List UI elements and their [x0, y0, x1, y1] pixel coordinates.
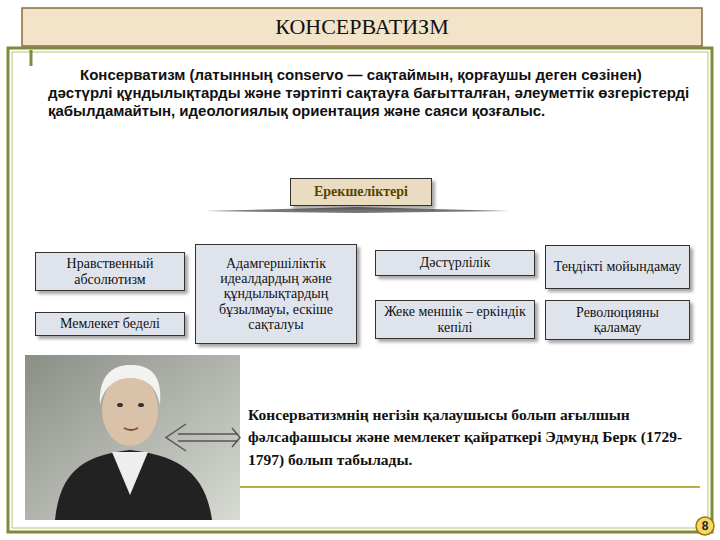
- box-text: Адамгершіліктік идеалдардың және құндылы…: [201, 256, 351, 333]
- feature-box: Нравственный абсолютизм: [35, 252, 185, 291]
- box-text: Ерекшеліктері: [314, 184, 408, 199]
- box-text: Революцияны қаламау: [551, 305, 684, 336]
- feature-box: Теңдікті мойындамау: [545, 245, 690, 289]
- feature-box: Дәстүрлілік: [375, 250, 535, 276]
- founder-note: Консерватизмнің негізін қалаушысы болып …: [248, 404, 698, 471]
- box-text: Теңдікті мойындамау: [554, 259, 682, 274]
- underline: [240, 486, 700, 488]
- feature-box: Мемлекет беделі: [35, 312, 185, 336]
- header-bracket: [205, 207, 510, 213]
- box-text: Мемлекет беделі: [60, 316, 160, 331]
- section-header: Ерекшеліктері: [290, 178, 432, 206]
- feature-box: Адамгершіліктік идеалдардың және құндылы…: [195, 244, 357, 344]
- portrait: [25, 355, 240, 520]
- box-text: Нравственный абсолютизм: [41, 256, 179, 287]
- feature-box: Революцияны қаламау: [545, 300, 690, 340]
- page-number: 8: [696, 517, 714, 535]
- box-text: Дәстүрлілік: [420, 255, 490, 270]
- title-bar: [22, 8, 702, 46]
- page-badge: [696, 517, 714, 535]
- slide-frame-inner: [12, 52, 708, 528]
- accent-mark: [30, 50, 33, 66]
- slide-frame: [8, 48, 712, 532]
- slide-title: КОНСЕРВАТИЗМ: [22, 8, 702, 46]
- box-text: Жеке меншік – еркіндік кепілі: [381, 304, 529, 335]
- pointer-arrow: [166, 424, 240, 451]
- feature-box: Жеке меншік – еркіндік кепілі: [375, 300, 535, 339]
- definition-text: Консерватизм (латынның conservo — сақтай…: [48, 66, 698, 120]
